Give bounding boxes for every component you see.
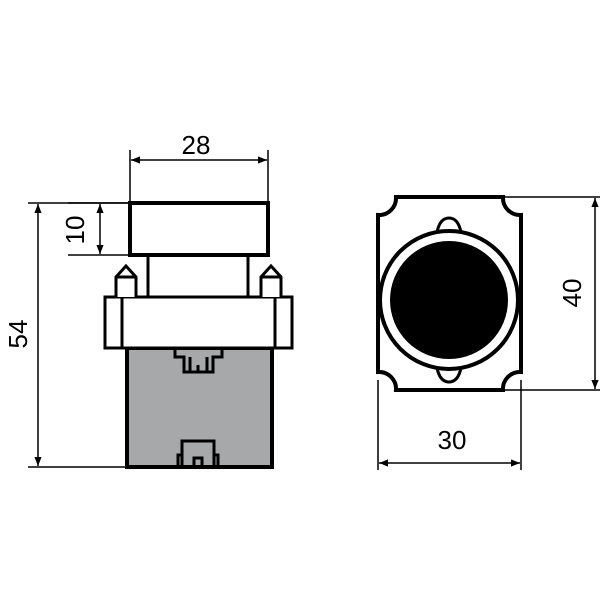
dimension-30 [377,380,522,470]
front-view [376,195,523,392]
bottom-tab [435,367,463,384]
right-pin [259,263,283,297]
bottom-connector [176,439,220,467]
dimension-54 [28,202,130,468]
top-tab [435,216,463,233]
dimension-28 [129,150,269,203]
button-cap [128,201,270,257]
dim-label-30: 30 [438,425,467,455]
dim-label-10: 10 [60,216,90,245]
dim-label-54: 54 [3,320,33,349]
top-latch [173,350,224,374]
dim-label-40: 40 [557,279,587,308]
dim-label-28: 28 [182,130,211,160]
button-face [390,241,508,359]
flange [103,295,294,350]
stem [146,253,250,299]
left-pin [114,263,138,297]
side-view [103,201,294,469]
